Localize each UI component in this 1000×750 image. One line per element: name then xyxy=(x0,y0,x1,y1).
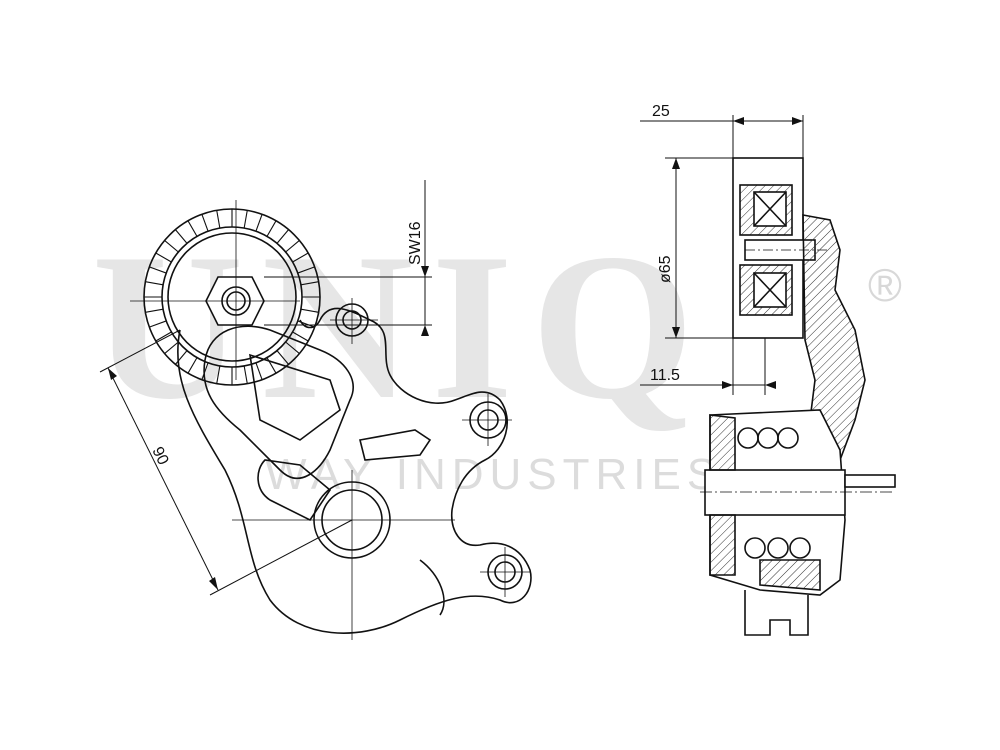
pulley-tooth xyxy=(300,281,319,286)
pulley-tooth xyxy=(243,365,248,384)
pulley-tooth xyxy=(292,331,309,342)
watermark-brand: UNIQ xyxy=(92,211,713,443)
pulley-tooth xyxy=(155,252,172,263)
tensioner-arm xyxy=(176,307,532,634)
pulley-tooth xyxy=(285,341,300,354)
arm-length-dimension xyxy=(99,329,353,596)
pulley-tooth xyxy=(285,240,300,253)
pulley-tooth xyxy=(255,214,263,232)
mount-hole-top xyxy=(330,298,378,344)
hex-size-label: SW16 xyxy=(407,221,424,265)
watermark-tagline: WAY INDUSTRIES xyxy=(265,450,723,499)
pulley-tooth xyxy=(187,357,198,374)
pulley-tooth xyxy=(155,331,172,342)
arm-length-label: 90 xyxy=(148,444,171,468)
pulley-tooth xyxy=(149,266,167,274)
pulley-tooth xyxy=(300,308,319,313)
watermark-registered-mark: ® xyxy=(868,259,902,311)
offset-label: 11.5 xyxy=(650,367,680,384)
pulley-section xyxy=(732,157,830,339)
pulley-tooth xyxy=(243,210,248,229)
pulley-tooth xyxy=(145,308,164,313)
pivot-bore xyxy=(232,470,455,640)
mount-hole-right xyxy=(462,394,512,446)
hex-dimension xyxy=(264,180,432,336)
section-view xyxy=(640,115,896,636)
base-housing xyxy=(700,409,896,636)
pulley-tooth xyxy=(276,229,289,244)
diameter-label: ø65 xyxy=(657,255,674,283)
pulley-tooth xyxy=(266,220,277,237)
diameter-dimension xyxy=(665,157,733,339)
width-dimension xyxy=(640,115,804,158)
pulley-tooth xyxy=(216,210,221,229)
pulley-tooth xyxy=(292,252,309,263)
mount-hole-bottom xyxy=(480,547,530,597)
pulley-tooth xyxy=(164,240,179,253)
pulley-tooth xyxy=(297,266,315,274)
offset-dimension xyxy=(640,338,776,395)
pulley-tooth xyxy=(216,365,221,384)
pulley-tooth xyxy=(149,320,167,328)
pulley-tooth xyxy=(164,341,179,354)
pulley-front xyxy=(143,208,321,386)
pulley-tooth xyxy=(175,229,188,244)
pulley-tooth xyxy=(201,214,209,232)
pulley-tooth xyxy=(187,220,198,237)
pulley-tooth xyxy=(175,350,188,365)
pulley-tooth xyxy=(201,362,209,380)
arm-section xyxy=(802,214,866,471)
pulley-tooth xyxy=(276,350,289,365)
width-label: 25 xyxy=(652,103,670,120)
pulley-tooth xyxy=(255,362,263,380)
front-view xyxy=(99,180,532,640)
pulley-tooth xyxy=(145,281,164,286)
